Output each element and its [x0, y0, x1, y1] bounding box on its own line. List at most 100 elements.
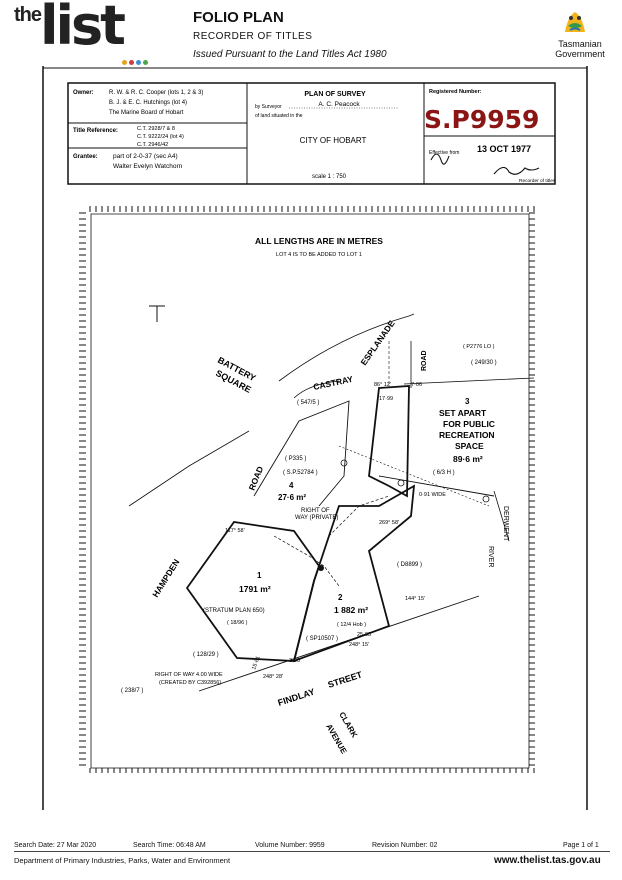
logo-dot-red	[129, 60, 134, 65]
castray-esplanade-edge	[278, 313, 415, 382]
survey-frame	[90, 213, 530, 769]
stratum-plan: (STRATUM PLAN 650)	[203, 608, 265, 614]
ref-sp10507: ( SP10507 )	[306, 636, 338, 642]
dim-0-91-wide: 0·91 WIDE	[419, 492, 446, 498]
lot-3-boundary	[368, 385, 410, 498]
tick-border-top	[87, 204, 535, 212]
row-private-2: WAY (PRIVATE)	[295, 515, 338, 521]
owner-line-1: R. W. & R. C. Cooper (lots 1, 2 & 3)	[109, 90, 203, 96]
page-title: FOLIO PLAN	[193, 9, 284, 26]
government-name-line1: Tasmanian	[558, 39, 602, 49]
title-ref-line-1: C.T. 2928/7 & 8	[137, 126, 175, 132]
ref-547: ( 547/5 )	[297, 400, 319, 406]
street-derwent: DERWENT	[502, 506, 509, 542]
plan-title: PLAN OF SURVEY	[304, 91, 366, 98]
logo-the-text: the	[14, 4, 42, 26]
ref-6-3: ( 6/3 H )	[433, 470, 455, 476]
row-note-line-2: (CREATED BY C392856)	[159, 680, 221, 686]
lot-1-number: 1	[257, 571, 262, 580]
lot-1-area: 1791 m²	[239, 584, 271, 594]
search-date: Search Date: 27 Mar 2020	[14, 842, 97, 849]
dim-15-61: 15·61	[251, 655, 261, 670]
owner-label: Owner:	[73, 90, 94, 96]
dim-3-00: 3·00	[289, 658, 300, 664]
findlay-street-edge	[198, 595, 480, 692]
lot-3-label-1: SET APART	[439, 408, 487, 418]
lot-boundary-river	[378, 475, 495, 497]
effective-date: 13 OCT 1977	[477, 144, 531, 154]
owner-line-2: B. J. & E. C. Hutchings (lot 4)	[109, 100, 187, 106]
recorder-signature	[430, 153, 540, 175]
lot-4-boundary	[253, 400, 350, 507]
logo-dot-blue	[136, 60, 141, 65]
of-land-label: of land situated in the	[255, 113, 303, 119]
reg-number-label: Registered Number:	[429, 89, 482, 95]
page-subtitle: RECORDER OF TITLES	[193, 31, 313, 42]
right-of-way-dashed	[273, 535, 340, 587]
title-ref-label: Title Reference:	[73, 128, 118, 134]
lot-3-label-3: RECREATION	[439, 430, 495, 440]
street-hampden: HAMPDEN	[150, 557, 181, 599]
ref-249: ( 249/30 )	[471, 360, 497, 366]
logo-list-text: list	[40, 0, 126, 57]
logo-dots	[122, 52, 150, 70]
dim-144-15: 144° 15'	[405, 596, 425, 602]
ref-p335: ( P335 )	[285, 456, 306, 462]
owner-line-3: The Marine Board of Hobart	[109, 110, 184, 116]
revision-number: Revision Number: 02	[372, 842, 438, 849]
hampden-road-edge-outer	[128, 430, 250, 507]
grantee-line-2: Walter Evelyn Watchorn	[113, 163, 183, 170]
dim-86-12: 86° 12'	[374, 382, 391, 388]
road-curve-upper	[293, 380, 340, 399]
volume-number: Volume Number: 9959	[255, 842, 325, 849]
street-road-top: ROAD	[421, 350, 428, 371]
logo-dot-green	[143, 60, 148, 65]
grantee-line-1: part of 2-0-37 (sec A4)	[113, 153, 178, 160]
title-ref-line-3: C.T. 2946/42	[137, 142, 168, 148]
search-time: Search Time: 06:48 AM	[133, 842, 206, 849]
street-road-left: ROAD	[247, 465, 266, 492]
ref-238: ( 238/7 )	[121, 688, 143, 694]
row-note-line-1: RIGHT OF WAY 4.00 WIDE	[155, 672, 223, 678]
dim-117-58: 117° 58'	[225, 528, 245, 534]
government-name-line2: Government	[555, 49, 605, 59]
recorder-label: Recorder of titles	[519, 178, 556, 184]
title-block	[67, 82, 556, 185]
street-river: RIVER	[487, 546, 494, 567]
street-findlay: FINDLAY	[277, 687, 316, 708]
ref-18-96: ( 18/96 )	[227, 620, 248, 626]
dim-7-06: 7·06	[411, 382, 422, 388]
plan-note-lengths: ALL LENGTHS ARE IN METRES	[255, 236, 383, 246]
issued-note: Issued Pursuant to the Land Titles Act 1…	[193, 49, 387, 60]
tick-border-right	[527, 212, 535, 768]
plan-location: CITY OF HOBART	[300, 136, 367, 145]
lot-2-area: 1 882 m²	[334, 605, 368, 615]
dim-248-28: 248° 28'	[263, 674, 283, 680]
government-name: Tasmanian Government	[549, 39, 611, 59]
by-surveyor-label: by Surveyor	[255, 104, 282, 110]
website-link[interactable]: www.thelist.tas.gov.au	[494, 855, 601, 866]
lot-2-boundary	[292, 484, 416, 663]
title-ref-line-2: C.T. 9222/24 (lot 4)	[137, 134, 184, 140]
tasmanian-government-logo-icon	[565, 12, 585, 32]
ref-d8899: ( D8899 )	[397, 562, 422, 568]
lot-4-area: 27·6 m²	[278, 493, 306, 502]
tick-border-left	[79, 212, 87, 768]
folio-plan-drawing: Owner: R. W. & R. C. Cooper (lots 1, 2 &…	[42, 66, 588, 810]
department-name: Department of Primary Industries, Parks,…	[14, 856, 231, 865]
street-clark: CLARK	[337, 711, 359, 740]
grantee-label: Grantee:	[73, 154, 98, 160]
plan-scale: scale 1 : 750	[312, 174, 347, 180]
ref-sp52784: ( S.P.52784 )	[283, 470, 318, 476]
ref-128: ( 128/29 )	[193, 652, 219, 658]
street-castray: CASTRAY	[312, 374, 354, 392]
page-count: Page 1 of 1	[563, 842, 599, 849]
effective-label: Effective from	[429, 150, 459, 156]
dim-17-99: 17·99	[379, 396, 393, 402]
ref-p2776: ( P2776 LO )	[463, 344, 495, 350]
lot-3-number: 3	[465, 397, 470, 406]
ref-12-4: ( 12/4 Hob )	[337, 622, 366, 628]
street-street: STREET	[327, 669, 364, 690]
dim-25-93: 25·93	[357, 632, 371, 638]
logo-dot-orange	[122, 60, 127, 65]
